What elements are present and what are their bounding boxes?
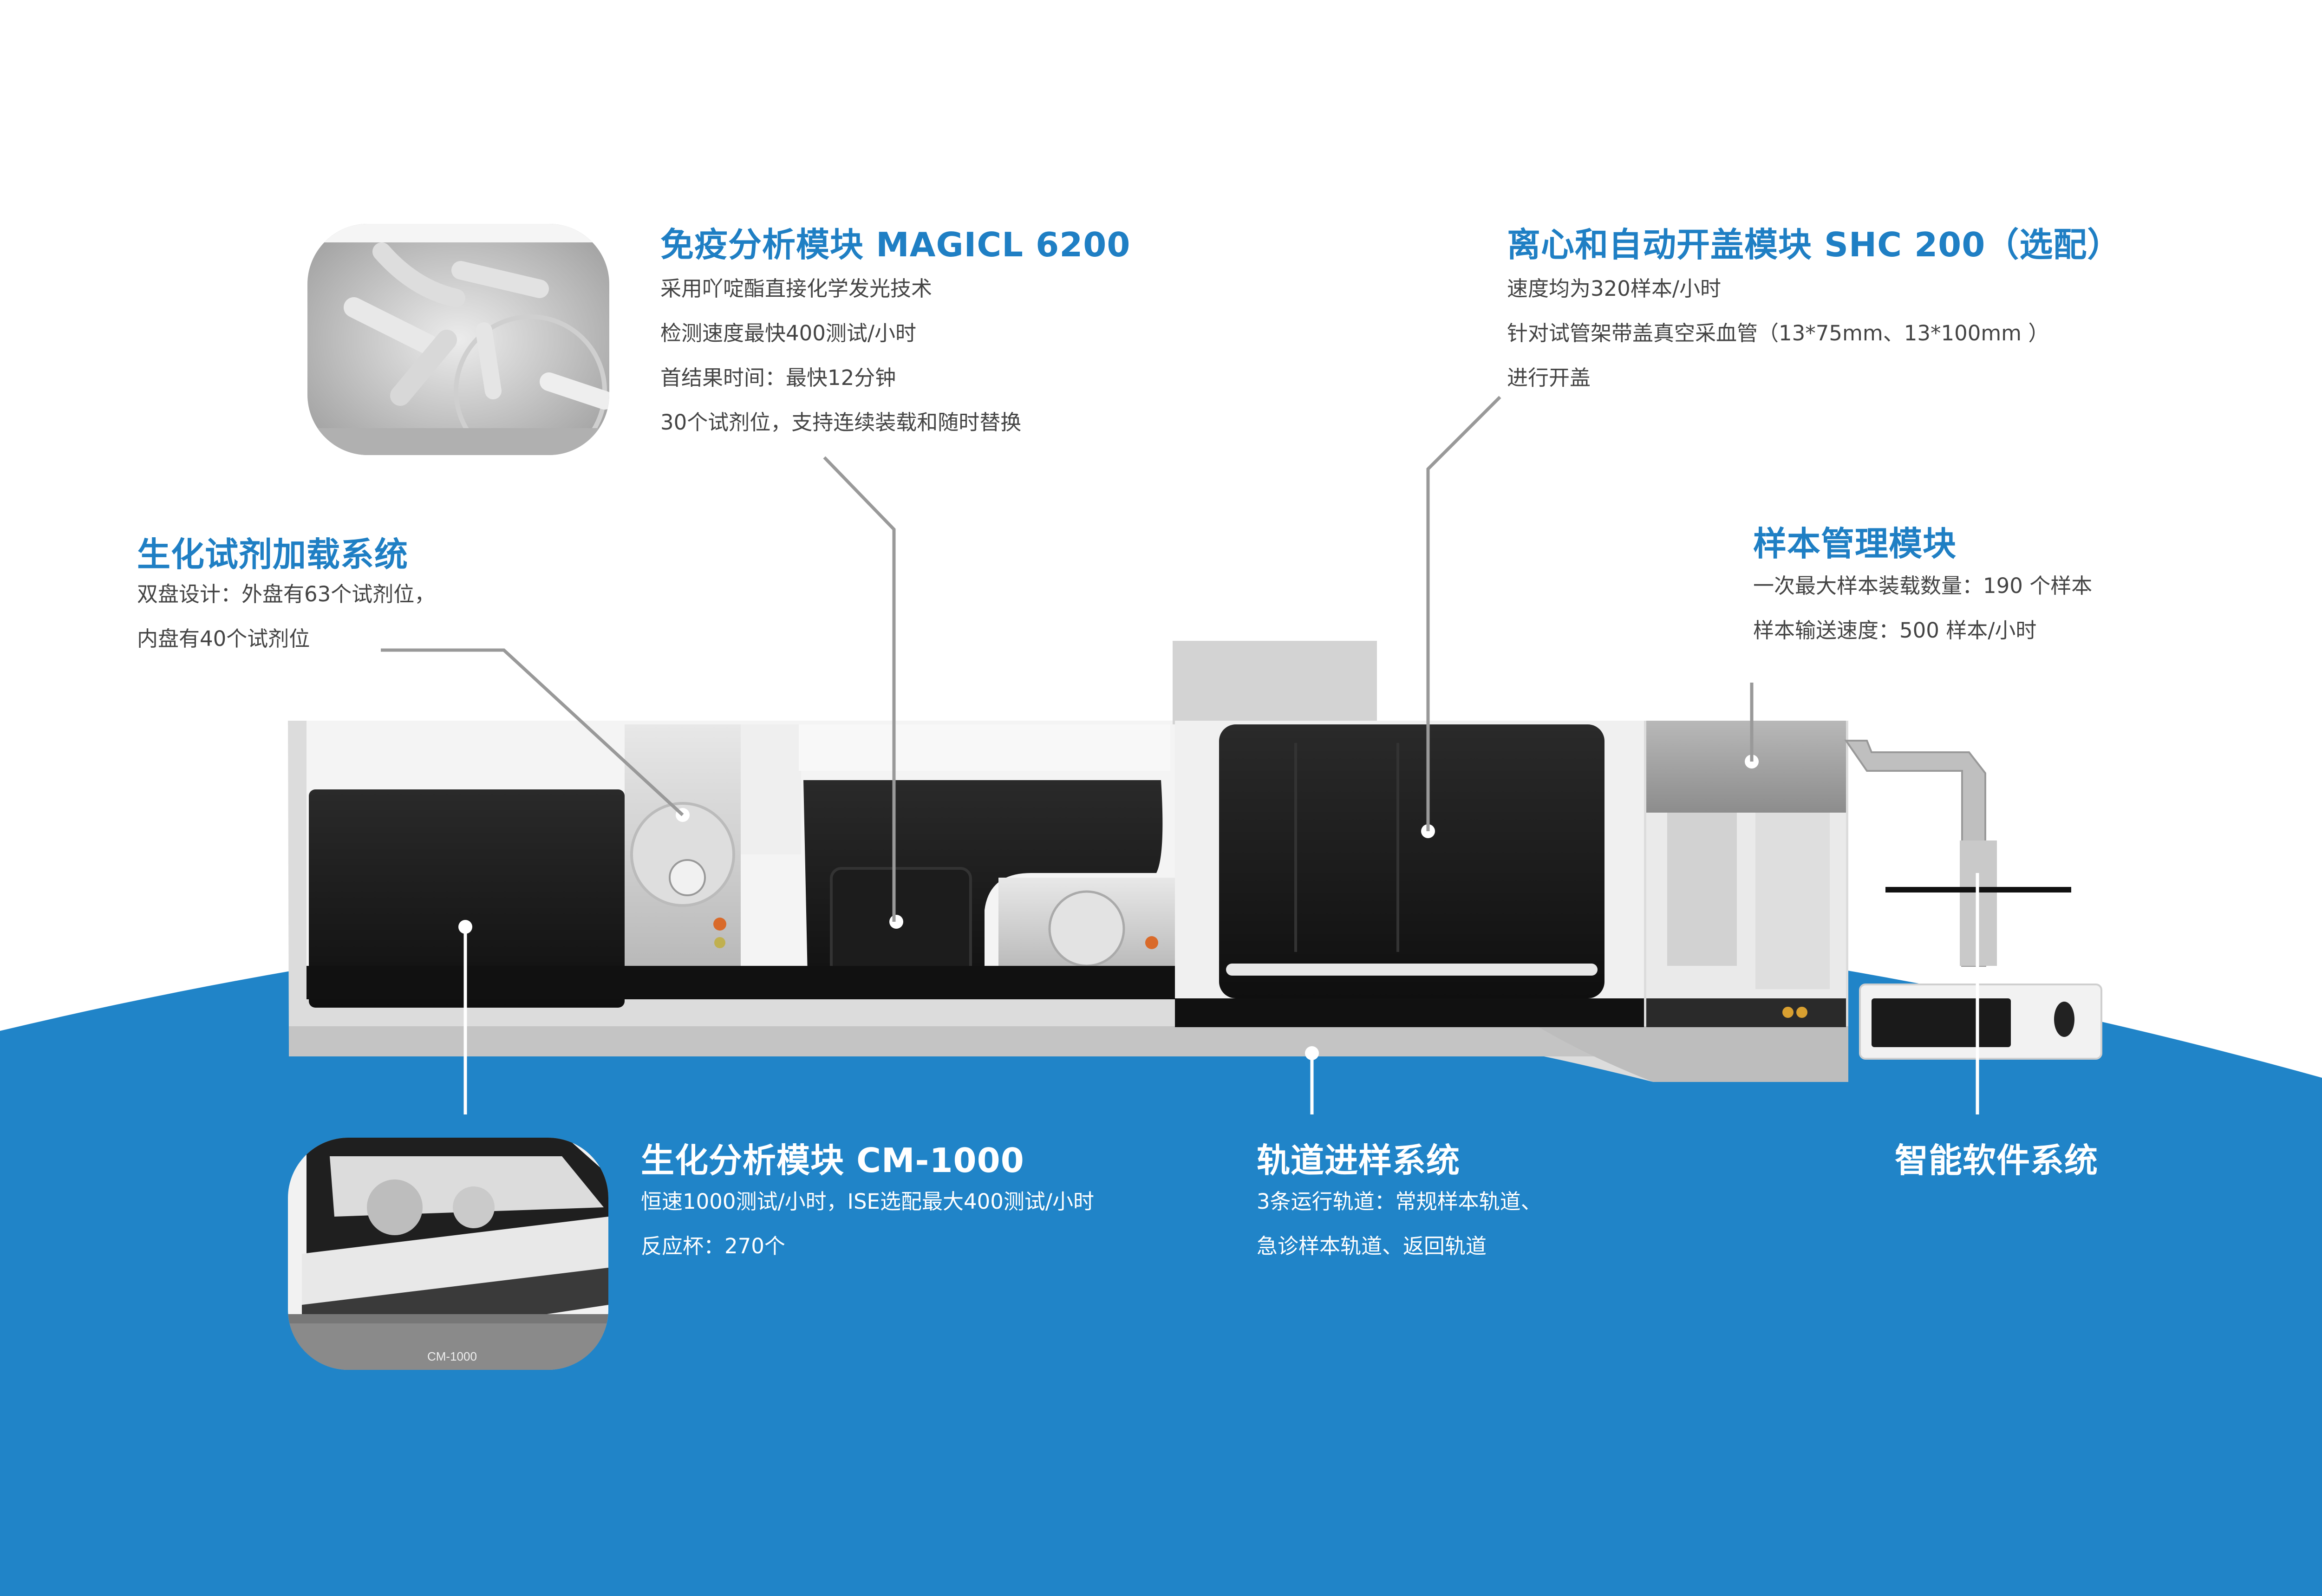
biochem-line: 恒速1000测试/小时，ISE选配最大400测试/小时 <box>641 1189 1095 1214</box>
leader-immuno <box>823 456 896 922</box>
centrifuge-desc: 速度均为320样本/小时 针对试管架带盖真空采血管（13*75mm、13*100… <box>1507 267 2049 400</box>
sample-desc: 一次最大样本装载数量：190 个样本 样本输送速度：500 样本/小时 <box>1753 564 2092 653</box>
centrifuge-line: 针对试管架带盖真空采血管（13*75mm、13*100mm ） <box>1507 321 2049 345</box>
leader-reagent <box>381 648 684 816</box>
thumbnail-immuno <box>307 224 609 455</box>
leader-centrifuge <box>1426 396 1501 831</box>
leader-lines <box>381 396 1754 922</box>
software-title: 智能软件系统 <box>1895 1141 2099 1180</box>
sample-line: 一次最大样本装载数量：190 个样本 <box>1753 573 2093 598</box>
biochem-title: 生化分析模块 CM-1000 <box>641 1141 1024 1180</box>
reagent-title: 生化试剂加载系统 <box>137 535 409 574</box>
immuno-line: 30个试剂位，支持连续装载和随时替换 <box>660 410 1022 435</box>
leader-lines-white <box>463 873 1979 1114</box>
sample-module <box>1646 721 1846 814</box>
immuno-title: 免疫分析模块 MAGICL 6200 <box>660 225 1131 264</box>
track-desc: 3条运行轨道：常规样本轨道、 急诊样本轨道、返回轨道 <box>1257 1179 1542 1269</box>
centrifuge-line: 进行开盖 <box>1507 365 1591 390</box>
software-workstation <box>1844 740 2102 1060</box>
centrifuge-line: 速度均为320样本/小时 <box>1507 276 1722 301</box>
track-title: 轨道进样系统 <box>1257 1141 1461 1180</box>
analyzer-machine <box>288 641 2102 1082</box>
thumbnail-model-label: CM-1000 <box>427 1349 477 1363</box>
reagent-desc: 双盘设计：外盘有63个试剂位， 内盘有40个试剂位 <box>137 572 435 661</box>
immuno-line: 首结果时间：最快12分钟 <box>660 365 896 390</box>
immuno-line: 检测速度最快400测试/小时 <box>660 321 917 345</box>
track-line: 3条运行轨道：常规样本轨道、 <box>1257 1189 1542 1214</box>
reagent-line: 内盘有40个试剂位 <box>137 626 310 651</box>
thumbnail-biochem: CM-1000 <box>288 1138 608 1370</box>
sample-title: 样本管理模块 <box>1753 524 1957 563</box>
centrifuge-module <box>1173 641 1377 724</box>
immuno-line: 采用吖啶酯直接化学发光技术 <box>660 276 933 301</box>
immuno-desc: 采用吖啶酯直接化学发光技术 检测速度最快400测试/小时 首结果时间：最快12分… <box>660 267 1021 445</box>
track-line: 急诊样本轨道、返回轨道 <box>1257 1234 1487 1258</box>
biochem-desc: 恒速1000测试/小时，ISE选配最大400测试/小时 反应杯：270个 <box>641 1179 1094 1269</box>
centrifuge-title: 离心和自动开盖模块 SHC 200（选配） <box>1507 225 2121 264</box>
sample-line: 样本输送速度：500 样本/小时 <box>1753 618 2037 643</box>
reagent-line: 双盘设计：外盘有63个试剂位， <box>137 582 436 606</box>
biochem-line: 反应杯：270个 <box>641 1234 785 1258</box>
